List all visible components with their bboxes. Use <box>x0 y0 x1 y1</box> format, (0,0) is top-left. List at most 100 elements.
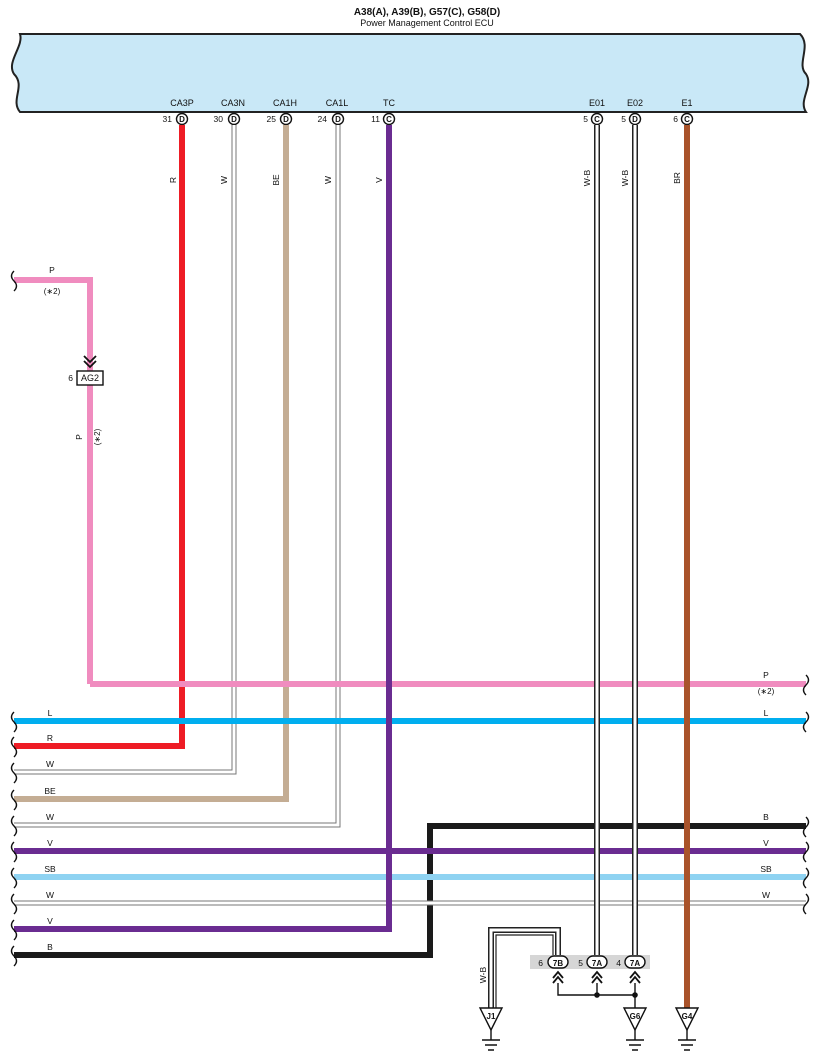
pin-name-ca1l: CA1L <box>326 98 349 108</box>
wire-label-j1: W-B <box>478 966 488 983</box>
junction-connector-7b: 6 7B <box>538 955 569 969</box>
pin-num-ca1l: 24 <box>318 114 328 124</box>
pin-conn-tc: C <box>386 115 392 124</box>
pin-name-ca1h: CA1H <box>273 98 297 108</box>
connector-ag2: AG2 6 <box>68 355 104 386</box>
pin-conn-e01: C <box>594 115 600 124</box>
ag2-pin: 6 <box>68 373 73 383</box>
harness-left-label-w1: W <box>46 759 54 769</box>
jc-7b-name: 7B <box>553 959 563 968</box>
harness-left-label-l: L <box>48 708 53 718</box>
pin-terminal-ca1l[interactable] <box>331 112 345 126</box>
junction-dot-1 <box>594 992 600 998</box>
ground-j1-icon <box>482 1030 500 1051</box>
ground-g4-label: G4 <box>682 1012 693 1021</box>
wire-ca3n-white-outline <box>14 125 237 775</box>
jc-7a2-body[interactable] <box>624 955 646 969</box>
ground-g4-triangle[interactable] <box>674 1007 700 1032</box>
jc-7a1-body[interactable] <box>586 955 608 969</box>
pin-terminal-e02[interactable] <box>628 112 642 126</box>
ecu-pin-group-ca1l: CA1L 24 D <box>318 98 349 126</box>
pin-num-ca3p: 31 <box>163 114 173 124</box>
harness-right-label-p: P <box>763 670 769 680</box>
pin-terminal-ca3p[interactable] <box>175 112 189 126</box>
wire-ca1h-beige <box>14 125 289 802</box>
ecu-pin-group-e01: E01 5 C <box>583 98 605 126</box>
pin-name-e1: E1 <box>681 98 692 108</box>
ecu-pin-group-e02: E02 5 D <box>621 98 643 126</box>
wire-j1-wb <box>489 928 560 1008</box>
jc-7b-body[interactable] <box>547 955 569 969</box>
jc-7b-pin: 6 <box>538 958 543 968</box>
ground-g6-label: G6 <box>630 1012 641 1021</box>
pin-terminal-e01[interactable] <box>590 112 604 126</box>
ag2-chevron-icon <box>83 355 97 369</box>
pin-terminal-ca3n[interactable] <box>227 112 241 126</box>
wire-tc-violet <box>14 125 392 932</box>
harness-left-label-w2: W <box>46 812 54 822</box>
harness-right-label-v: V <box>763 838 769 848</box>
ground-g6: G6 <box>622 1007 648 1051</box>
pin-num-tc: 11 <box>371 114 380 124</box>
harness-left-label-v2: V <box>47 916 53 926</box>
pin-conn-ca3p: D <box>179 115 185 124</box>
junction-dot-2 <box>632 992 638 998</box>
wire-label-ca1h: BE <box>271 174 281 186</box>
pin-name-e01: E01 <box>589 98 605 108</box>
ground-j1: J1 <box>478 1007 504 1051</box>
junction-chevron-icons <box>552 970 641 984</box>
pin-conn-e1: C <box>684 115 690 124</box>
pin-name-e02: E02 <box>627 98 643 108</box>
pin-terminal-ca1h[interactable] <box>279 112 293 126</box>
wire-label-e02: W-B <box>620 169 630 186</box>
harness-right-label-sb: SB <box>760 864 772 874</box>
ecu-pin-group-ca3n: CA3N 30 D <box>214 98 245 126</box>
pin-name-ca3n: CA3N <box>221 98 245 108</box>
wire-label-e01: W-B <box>582 169 592 186</box>
pin-terminal-e1[interactable] <box>680 112 694 126</box>
ecu-pin-group-ca1h: CA1H 25 D <box>267 98 297 126</box>
pin-terminal-tc[interactable] <box>382 112 396 126</box>
ground-g6-icon <box>626 1030 644 1051</box>
wire-label-e1: BR <box>672 172 682 184</box>
ecu-subtitle: Power Management Control ECU <box>360 18 494 28</box>
jc-7a2-name: 7A <box>630 959 640 968</box>
harness-line-b <box>14 823 806 958</box>
wire-ca1l-white <box>14 125 340 827</box>
pin-num-e01: 5 <box>583 114 588 124</box>
harness-right-label-b: B <box>763 812 769 822</box>
ground-j1-triangle[interactable] <box>478 1007 504 1032</box>
harness-right-label-w: W <box>762 890 770 900</box>
pin-name-tc: TC <box>383 98 395 108</box>
pin-conn-e02: D <box>632 115 638 124</box>
jc-7a1-pin: 5 <box>578 958 583 968</box>
pin-conn-ca1l: D <box>335 115 341 124</box>
ground-g6-triangle[interactable] <box>622 1007 648 1032</box>
harness-left-label-sb: SB <box>44 864 56 874</box>
harness-left-label-w3: W <box>46 890 54 900</box>
junction-connector-7a-1: 5 7A <box>578 955 608 969</box>
pin-num-ca3n: 30 <box>214 114 224 124</box>
wire-j1-wb-inner-outline <box>495 934 554 1008</box>
ground-g4: G4 <box>674 1007 700 1051</box>
pin-num-e1: 6 <box>673 114 678 124</box>
wire-label-p-top: P <box>49 265 55 275</box>
wire-note-p-top: (∗2) <box>44 287 61 296</box>
ag2-box[interactable] <box>76 370 104 386</box>
ecu-pin-group-ca3p: CA3P 31 D <box>163 98 194 126</box>
pin-conn-ca3n: D <box>231 115 237 124</box>
ag2-name: AG2 <box>81 373 99 383</box>
harness-right-label-l: L <box>764 708 769 718</box>
ground-g4-icon <box>678 1030 696 1051</box>
wire-label-ca3p: R <box>168 177 178 183</box>
pin-num-e02: 5 <box>621 114 626 124</box>
wire-label-p-vertical: P <box>74 434 84 440</box>
ecu-box <box>11 33 810 113</box>
pin-name-ca3p: CA3P <box>170 98 194 108</box>
harness-left-label-v1: V <box>47 838 53 848</box>
wire-note-p-vertical: (∗2) <box>93 428 102 445</box>
harness-left-label-r: R <box>47 733 53 743</box>
jc-7a2-pin: 4 <box>616 958 621 968</box>
wire-label-ca3n: W <box>219 176 229 184</box>
